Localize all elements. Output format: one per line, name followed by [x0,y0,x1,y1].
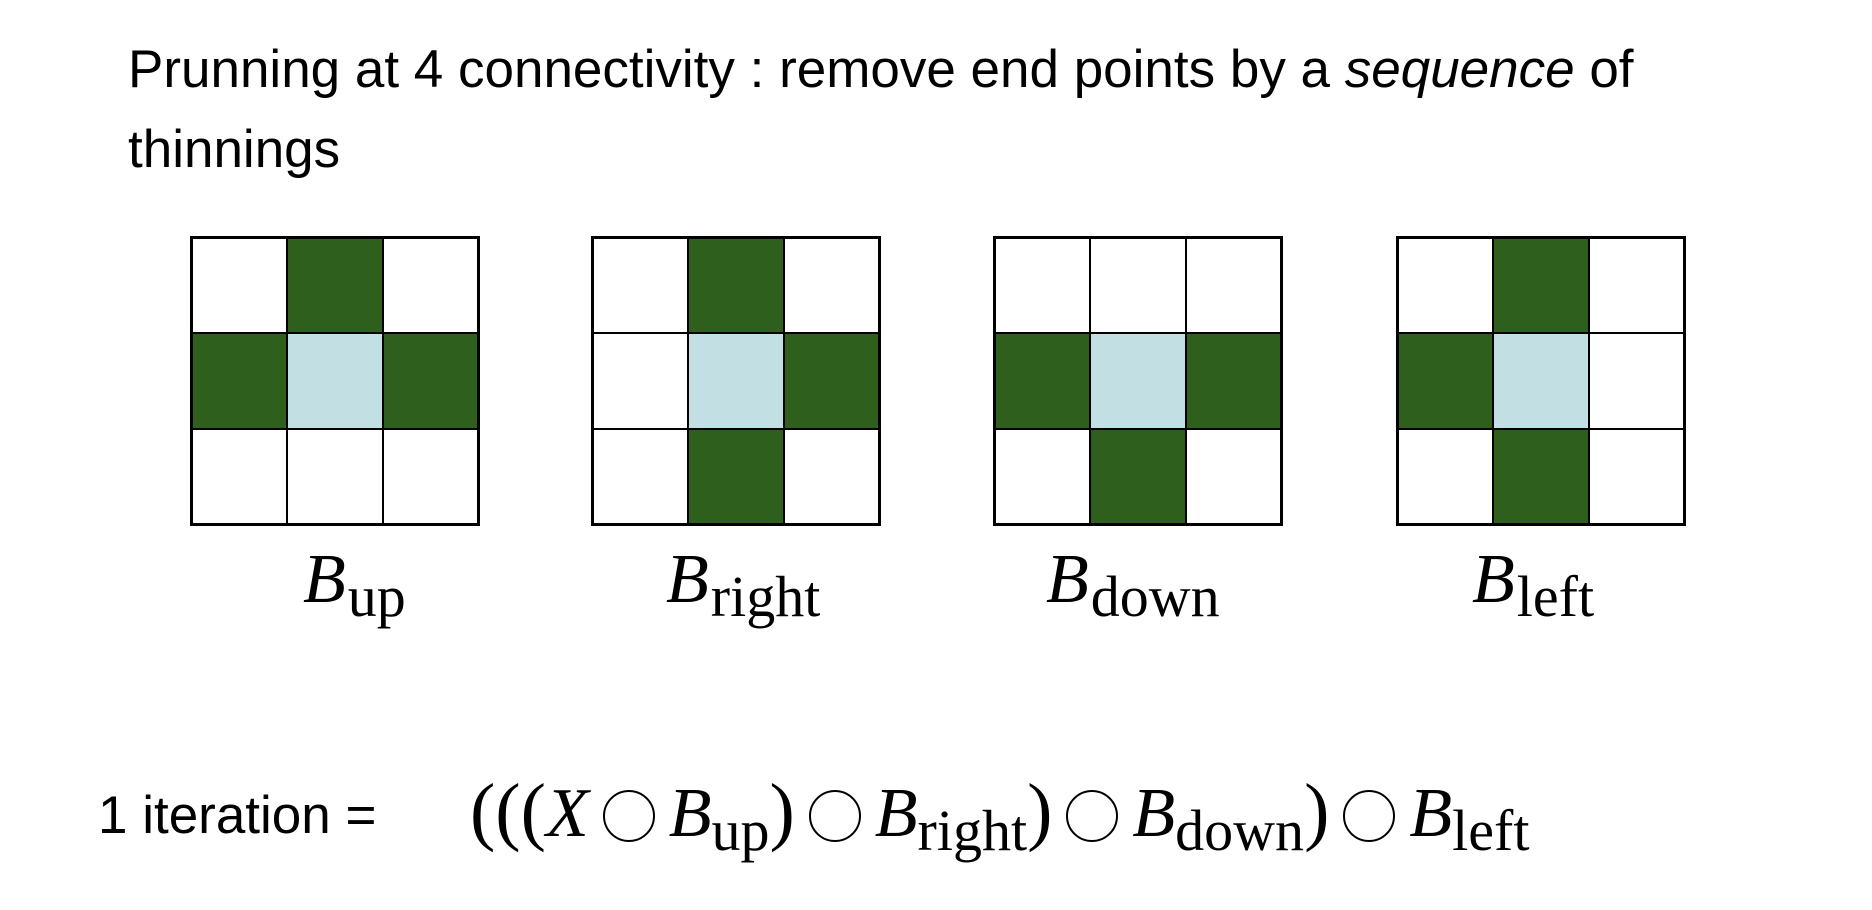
thinning-operator-icon [1343,790,1396,842]
grid-cell-on [688,428,784,524]
formula-sub-right: right [917,798,1028,863]
grid-cell-center [1090,333,1186,429]
grid-cell-on [995,333,1091,429]
grid-cell-off [1588,333,1684,429]
grid-cell-on [382,333,478,429]
label-b-right-sub: right [710,564,821,629]
grid-cell-center [287,333,383,429]
title-text-after: of thinnings [128,40,1634,179]
slide-title: Prunning at 4 connectivity : remove end … [128,30,1848,190]
grid-cell-on [1493,238,1589,334]
structuring-element-up [190,236,480,526]
structuring-element-right [591,236,881,526]
grid-cell-off [382,238,478,334]
formula-close-3: ) [1304,769,1330,853]
label-b-up: Bup [303,540,406,629]
label-b-down-sub: down [1090,564,1220,629]
label-b-left-sub: left [1516,564,1595,629]
formula-sub-down: down [1175,798,1305,863]
grid-cell-off [1090,238,1186,334]
grid-cell-off [1398,428,1494,524]
grid-cell-off [192,238,288,334]
grid-cell-on [287,238,383,334]
grid-cell-on [688,238,784,334]
grid-cell-on [1090,428,1186,524]
thinning-operator-icon [602,790,655,842]
thinning-operator-icon [1066,790,1119,842]
label-b-right: Bright [666,540,820,629]
structuring-element-left [1396,236,1686,526]
label-b-up-sub: up [347,564,406,629]
formula-sub-up: up [711,798,770,863]
label-b-right-main: B [666,541,709,618]
formula-close-2: ) [1027,769,1053,853]
grid-cell-off [287,428,383,524]
formula-lead: 1 iteration = [98,786,377,845]
grid-cell-on [1185,333,1281,429]
grid-cell-on [1398,333,1494,429]
grid-cell-off [192,428,288,524]
grid-cell-off [995,238,1091,334]
grid-cell-off [593,333,689,429]
grid-cell-off [995,428,1091,524]
grid-cell-center [688,333,784,429]
grid-cell-off [783,238,879,334]
grid-cell-off [1588,428,1684,524]
grid-cell-off [593,428,689,524]
grid-cell-off [783,428,879,524]
grid-cell-off [593,238,689,334]
formula-b2: B [874,775,918,852]
thinning-operator-icon [808,790,861,842]
formula-open-parens: ((( [470,769,546,853]
grid-cell-off [1588,238,1684,334]
label-b-down: Bdown [1046,540,1220,629]
structuring-element-down [993,236,1283,526]
grid-cell-off [1398,238,1494,334]
formula-close-1: ) [769,769,795,853]
title-emphasis: sequence [1344,40,1575,99]
formula-x: X [545,775,589,852]
title-text-before: Prunning at 4 connectivity : remove end … [128,40,1345,99]
grid-cell-on [192,333,288,429]
grid-cell-off [1185,428,1281,524]
formula-b3: B [1132,775,1176,852]
grid-cell-center [1493,333,1589,429]
label-b-left: Bleft [1472,540,1594,629]
grid-cell-on [1493,428,1589,524]
formula-sub-left: left [1452,798,1530,863]
formula-b4: B [1409,775,1453,852]
label-b-up-main: B [303,541,346,618]
formula-b1: B [668,775,712,852]
formula-expression: (((X Bup) Bright) Bdown) Bleft [470,768,1529,863]
label-b-left-main: B [1472,541,1515,618]
label-b-down-main: B [1046,541,1089,618]
grid-cell-off [1185,238,1281,334]
grid-cell-off [382,428,478,524]
grid-cell-on [783,333,879,429]
